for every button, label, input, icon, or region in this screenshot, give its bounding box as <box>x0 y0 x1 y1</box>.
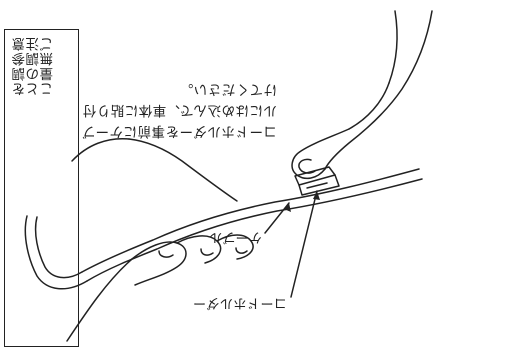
side-note-content: ことを 量の調 無調参 ご注意 <box>5 30 78 346</box>
right-hand-fingernail-2 <box>200 248 214 256</box>
instruction-line-2: ルにはめ込んで、車体に貼り付 <box>82 102 277 118</box>
right-hand-fingernail-1 <box>158 250 174 258</box>
cord-holder-slot <box>306 182 328 189</box>
right-hand-thumb <box>128 138 238 202</box>
cable-arrowhead <box>284 203 291 212</box>
side-note-line-3: 無調参 <box>11 50 53 66</box>
right-hand-outline <box>66 258 133 342</box>
side-note-line-4: ご注意 <box>11 35 53 51</box>
left-hand-palm <box>388 10 398 84</box>
side-note-line-1: ことを <box>11 80 53 96</box>
right-hand-finger-3 <box>216 234 254 260</box>
cable-tail <box>24 215 88 290</box>
instruction-line-3: けてください。 <box>179 81 277 97</box>
right-hand-wrist <box>71 137 130 162</box>
cord-holder-clip-base <box>294 166 336 186</box>
cord-holder-label: コードホルダー <box>192 295 287 310</box>
left-hand-outline <box>324 10 433 170</box>
cable-label: ケーブル <box>208 229 262 244</box>
side-note-line-2: 量の調 <box>11 65 53 81</box>
cable-outline-lower <box>81 168 420 273</box>
cord-holder-arrowhead <box>313 191 320 200</box>
cable-tail-inner <box>34 216 83 279</box>
right-hand-finger-1 <box>131 241 187 286</box>
instruction-line-1: コードホルダーを事前にケーブ <box>81 123 277 139</box>
cable-outline-upper <box>86 178 423 282</box>
side-note-box: ことを 量の調 無調参 ご注意 <box>4 29 79 347</box>
left-hand-finger-1 <box>348 82 390 130</box>
cord-holder-leader-line <box>290 190 318 298</box>
left-hand-thumb <box>291 128 350 180</box>
left-hand-thumbnail <box>298 158 316 174</box>
right-hand-fingernail-3 <box>235 247 248 254</box>
